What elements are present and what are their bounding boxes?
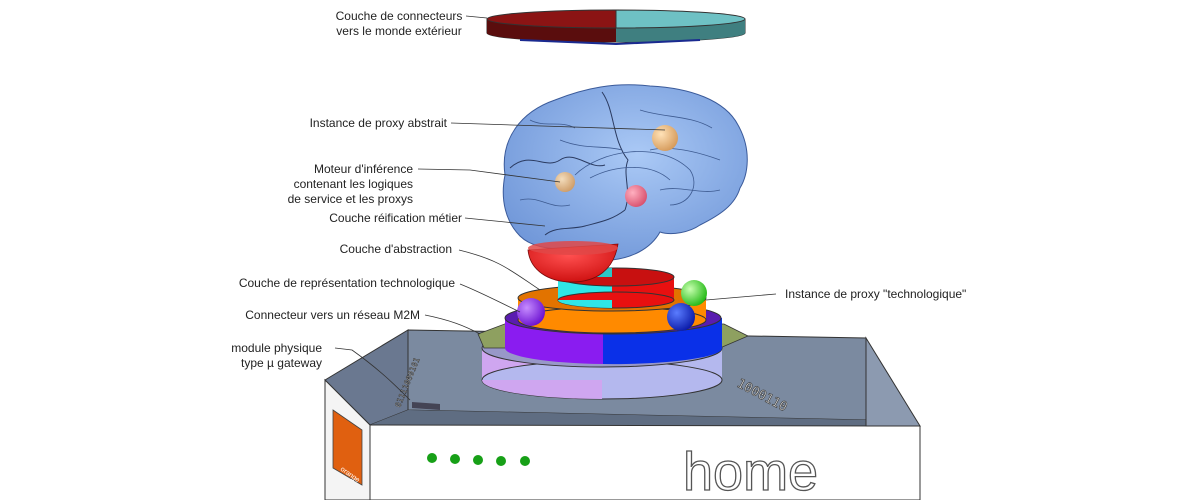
device-slot bbox=[412, 402, 440, 410]
label-physical-module-line1: module physique bbox=[231, 341, 322, 355]
label-tech-proxy: Instance de proxy "technologique" bbox=[785, 287, 966, 301]
tech-proxy-sphere bbox=[681, 280, 707, 306]
label-inference-line1: Moteur d'inférence bbox=[314, 162, 413, 176]
label-inference-line2: contenant les logiques bbox=[294, 177, 413, 191]
led-2 bbox=[450, 454, 460, 464]
status-leds bbox=[427, 453, 530, 466]
home-brand-text: home bbox=[683, 442, 818, 500]
label-business-reification: Couche réification métier bbox=[329, 211, 462, 225]
leader-lines bbox=[334, 15, 777, 401]
label-physical-module-line2: type µ gateway bbox=[241, 356, 322, 370]
led-3 bbox=[473, 455, 483, 465]
led-4 bbox=[496, 456, 506, 466]
labels: Couche de connecteurs vers le monde exté… bbox=[231, 9, 966, 370]
label-inference-line3: de service et les proxys bbox=[288, 192, 413, 206]
label-tech-representation: Couche de représentation technologique bbox=[239, 276, 455, 290]
label-connectors-world-line1: Couche de connecteurs bbox=[336, 9, 463, 23]
m2m-connector-sphere bbox=[517, 298, 545, 326]
led-5 bbox=[520, 456, 530, 466]
label-connectors-world-line2: vers le monde extérieur bbox=[336, 24, 461, 38]
brain bbox=[502, 84, 748, 283]
pink-sphere bbox=[625, 185, 647, 207]
label-m2m-connector: Connecteur vers un réseau M2M bbox=[245, 308, 420, 322]
gateway-device: orange home bbox=[324, 329, 921, 500]
inference-sphere bbox=[555, 172, 575, 192]
abstract-proxy-sphere bbox=[652, 125, 678, 151]
label-abstraction-layer: Couche d'abstraction bbox=[340, 242, 452, 256]
label-abstract-proxy: Instance de proxy abstrait bbox=[310, 116, 448, 130]
layer-stack bbox=[477, 267, 749, 400]
connector-disc bbox=[486, 9, 746, 46]
led-1 bbox=[427, 453, 437, 463]
blue-sphere bbox=[667, 303, 695, 331]
